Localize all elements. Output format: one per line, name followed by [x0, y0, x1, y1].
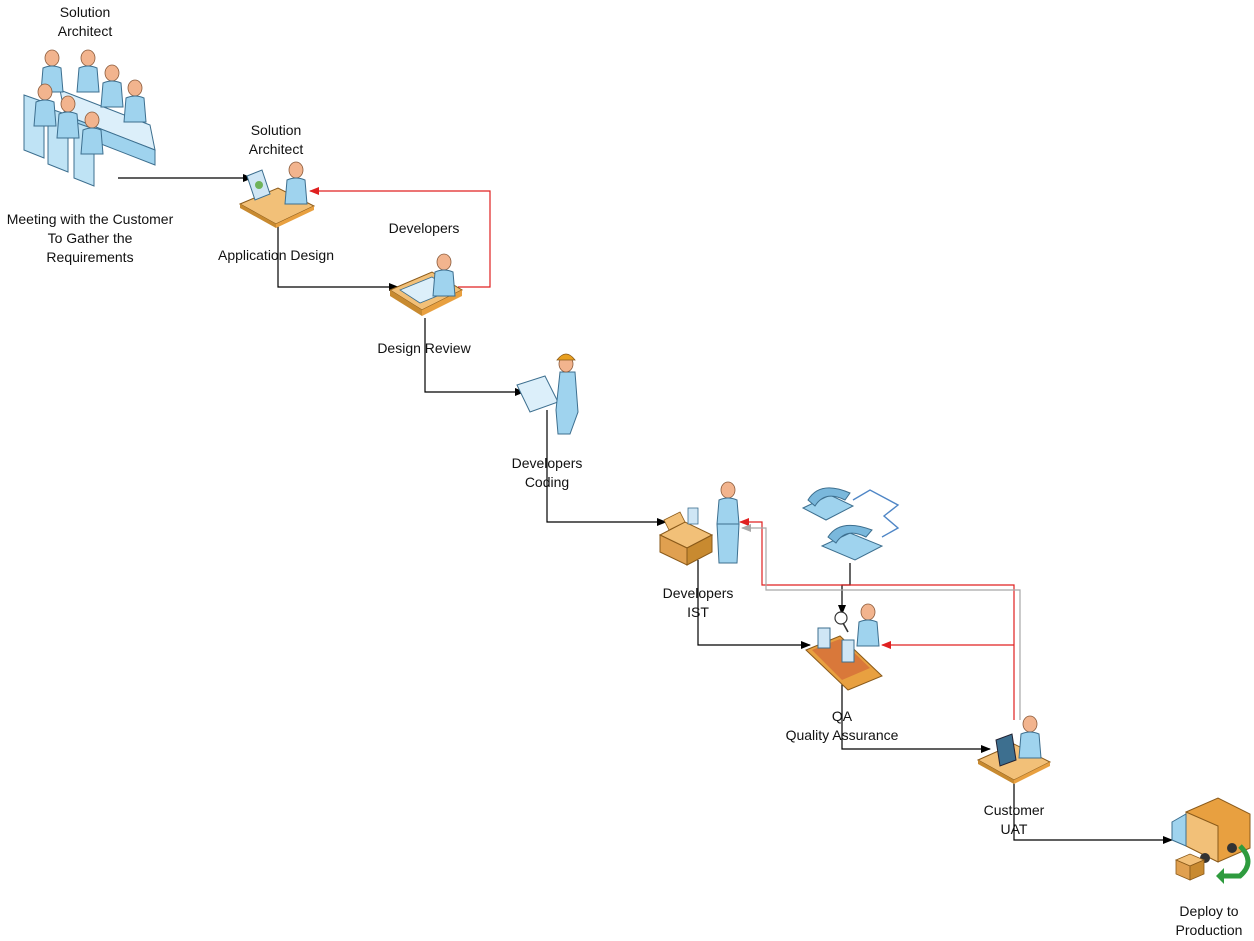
uat-step-label: Customer UAT — [964, 801, 1064, 839]
feedback-review-to-design — [309, 187, 491, 288]
label-line: Developers — [388, 220, 460, 236]
label-line: Solution — [59, 4, 111, 20]
meeting-role-label: Solution Architect — [35, 3, 135, 41]
flow-ist-to-qa — [697, 560, 811, 649]
label-line: To Gather the — [47, 230, 133, 246]
coding-step-label: Developers Coding — [497, 454, 597, 492]
label-line: Production — [1175, 922, 1243, 938]
flow-phones-to-qa — [838, 563, 851, 615]
developer-package-icon — [658, 481, 740, 566]
design-review-role-label: Developers — [374, 219, 474, 238]
app-design-step-label: Application Design — [206, 246, 346, 265]
meeting-step-label: Meeting with the Customer To Gather the … — [0, 210, 180, 267]
deploy-step-label: Deploy to Production — [1164, 902, 1254, 940]
conference-meeting-icon — [23, 49, 156, 187]
connectors — [118, 174, 1173, 844]
feedback-gray-to-ist — [741, 524, 1021, 720]
qa-step-label: QA Quality Assurance — [772, 707, 912, 745]
developer-blueprint-icon — [516, 353, 579, 435]
label-line: Customer — [983, 802, 1045, 818]
label-line: Meeting with the Customer — [6, 211, 174, 227]
label-line: Coding — [524, 474, 570, 490]
label-line: Solution — [250, 122, 302, 138]
flow-design-to-review — [277, 222, 399, 291]
delivery-truck-icon — [1171, 797, 1251, 884]
label-line: Application Design — [218, 247, 334, 263]
flow-qa-to-uat — [841, 680, 991, 753]
app-design-role-label: Solution Architect — [226, 121, 326, 159]
telephone-link-icon — [801, 487, 900, 561]
customer-workstation-icon — [976, 715, 1052, 784]
qa-inspector-icon — [805, 603, 883, 691]
ist-step-label: Developers IST — [648, 584, 748, 622]
flow-coding-to-ist — [546, 410, 667, 526]
label-line: Architect — [248, 141, 304, 157]
flow-review-to-coding — [424, 318, 525, 396]
flow-uat-to-deploy — [1013, 780, 1173, 844]
label-line: Design Review — [377, 340, 471, 356]
label-line: UAT — [1000, 821, 1028, 837]
label-line: Architect — [57, 23, 113, 39]
label-line: Developers — [511, 455, 583, 471]
label-line: Developers — [662, 585, 734, 601]
label-line: Quality Assurance — [785, 727, 899, 743]
feedback-uat-to-ist — [739, 518, 1015, 720]
label-line: IST — [687, 604, 709, 620]
label-line: Requirements — [46, 249, 134, 265]
label-line: Deploy to — [1179, 903, 1239, 919]
design-review-step-label: Design Review — [364, 339, 484, 358]
label-line: QA — [831, 708, 853, 724]
developer-desk-icon — [388, 253, 464, 316]
architect-desk-icon — [238, 161, 316, 228]
